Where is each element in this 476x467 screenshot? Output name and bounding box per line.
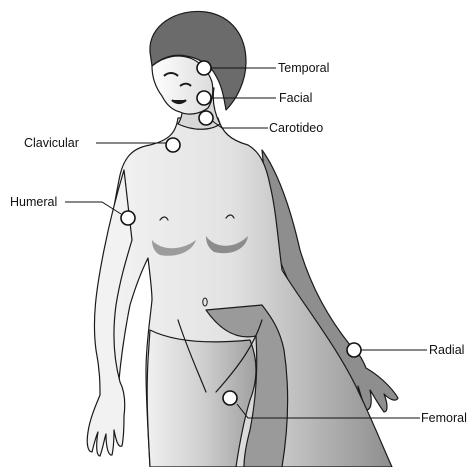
pulse-point-radial[interactable] bbox=[347, 343, 361, 357]
pulse-point-clavicular[interactable] bbox=[166, 138, 180, 152]
pulse-point-temporal[interactable] bbox=[197, 61, 211, 75]
pulse-point-carotideo[interactable] bbox=[199, 111, 213, 125]
pulse-point-facial[interactable] bbox=[197, 91, 211, 105]
legs bbox=[147, 330, 256, 467]
pulse-point-humeral[interactable] bbox=[121, 211, 135, 225]
label-temporal: Temporal bbox=[278, 61, 329, 75]
label-facial: Facial bbox=[279, 91, 312, 105]
label-radial: Radial bbox=[429, 343, 464, 357]
pulse-point-femoral[interactable] bbox=[223, 391, 237, 405]
label-carotideo: Carotideo bbox=[269, 121, 323, 135]
label-femoral: Femoral bbox=[421, 411, 467, 425]
female-figure bbox=[87, 11, 398, 467]
label-clavicular: Clavicular bbox=[24, 136, 79, 150]
mouth bbox=[172, 100, 186, 103]
label-humeral: Humeral bbox=[10, 195, 57, 209]
